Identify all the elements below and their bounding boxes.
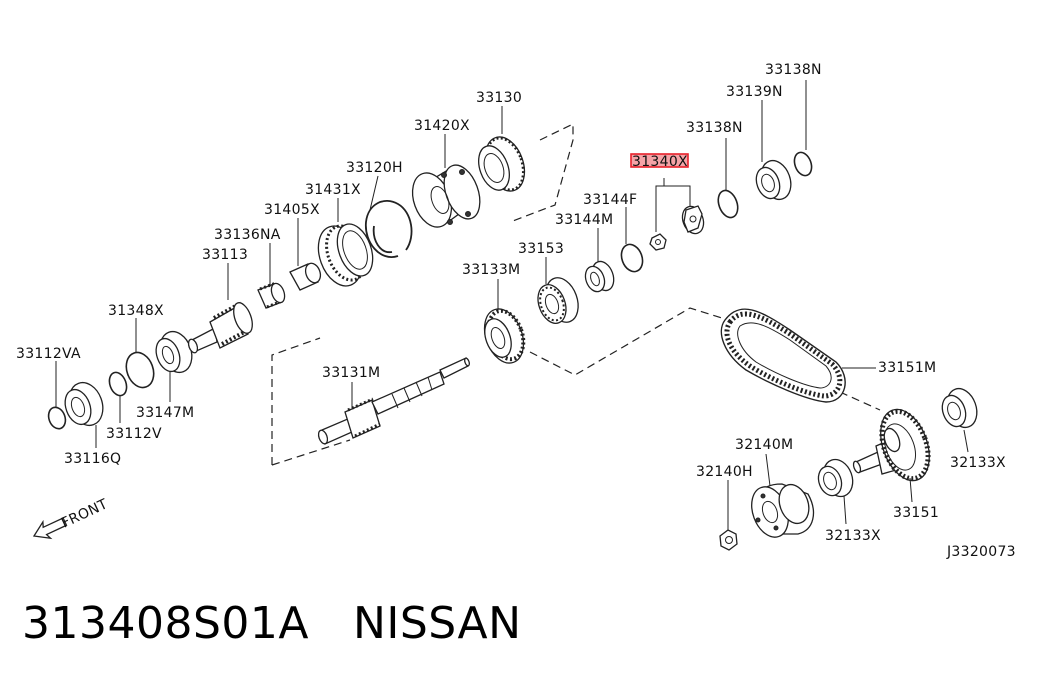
sleeve-31405x (289, 262, 322, 291)
gear-33133m (483, 308, 526, 364)
bearing-33139n (755, 159, 792, 201)
drive-chain-33151m (720, 308, 846, 403)
nut-31340x (649, 233, 667, 251)
nut-32140h (719, 529, 738, 551)
bearing-33144m (584, 260, 615, 293)
label-32133x-lower: 32133X (825, 528, 881, 544)
label-33133m: 33133M (462, 262, 520, 278)
label-33136na: 33136NA (214, 227, 281, 243)
diagram-reference-code: J3320073 (946, 544, 1016, 560)
label-33112va: 33112VA (16, 346, 81, 362)
label-31431x: 31431X (305, 182, 361, 198)
label-31340x: 31340X (632, 154, 688, 170)
label-33151: 33151 (893, 505, 939, 521)
leader-lines (55, 80, 969, 530)
label-33153: 33153 (518, 241, 564, 257)
bearing-32133x-lower (817, 458, 854, 498)
label-31405x: 31405X (264, 202, 320, 218)
label-33139n: 33139N (726, 84, 783, 100)
snap-ring-33112v (108, 371, 128, 397)
flange-32140m (751, 483, 815, 538)
label-33144m: 33144M (555, 212, 613, 228)
washer-31340x (681, 205, 705, 235)
label-32133x-right: 32133X (950, 455, 1006, 471)
label-33147m: 33147M (136, 405, 194, 421)
label-32140m: 32140M (735, 437, 793, 453)
label-33144f: 33144F (583, 192, 637, 208)
ring-31348x (125, 351, 155, 389)
sleeve-33153 (537, 277, 579, 324)
bearing-32133x-right (941, 387, 978, 429)
front-arrow (32, 517, 68, 540)
label-31348x: 31348X (108, 303, 164, 319)
bearing-33147m (155, 330, 193, 374)
part-number: 313408S01A (22, 598, 309, 649)
gear-33130 (478, 136, 526, 192)
snap-ring-33138n-upper (793, 151, 813, 177)
needle-bearing-33136na (257, 281, 286, 309)
ring-33144f (620, 243, 644, 273)
label-33130: 33130 (476, 90, 522, 106)
label-32140h: 32140H (696, 464, 753, 480)
label-33138n-upper: 33138N (765, 62, 822, 78)
snap-ring-33138n-lower (717, 189, 739, 219)
label-33112v: 33112V (106, 426, 162, 442)
snap-ring-33112va (47, 406, 67, 430)
phantom-outline-upper (509, 123, 574, 223)
brand-name: NISSAN (352, 598, 522, 649)
label-33151m: 33151M (878, 360, 936, 376)
shaft-33131m (317, 357, 470, 445)
label-33116q: 33116Q (64, 451, 121, 467)
label-33138n-lower: 33138N (686, 120, 743, 136)
snap-ring-33120h (365, 200, 413, 258)
clutch-hub-31420x (411, 164, 481, 228)
label-front: FRONT (59, 496, 111, 531)
clutch-drum-31431x (317, 223, 374, 287)
part-caption: 313408S01A NISSAN (22, 598, 522, 649)
shaft-33113 (187, 301, 253, 354)
label-33113: 33113 (202, 247, 248, 263)
sprocket-33151 (852, 408, 931, 482)
bearing-33116q (64, 381, 104, 427)
label-31420x: 31420X (414, 118, 470, 134)
label-33120h: 33120H (346, 160, 403, 176)
label-33131m: 33131M (322, 365, 380, 381)
phantom-outline-lower (271, 307, 881, 466)
highlight-31340x (630, 153, 689, 168)
